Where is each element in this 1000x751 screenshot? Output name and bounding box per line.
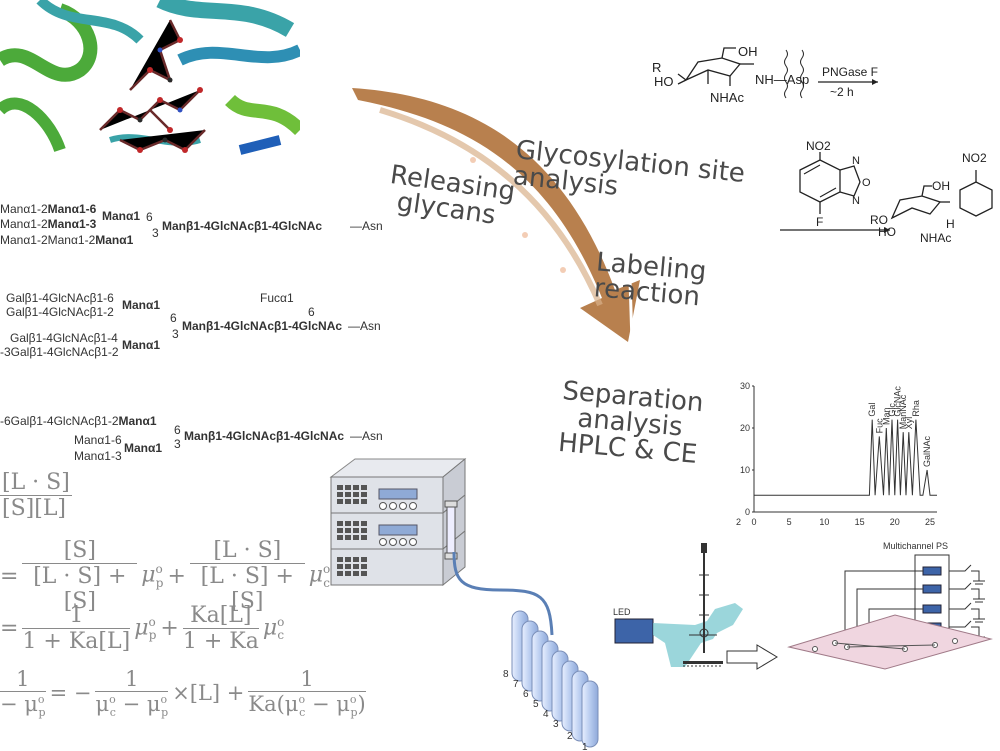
peak-label: Glc [887, 403, 897, 417]
fraction-vials: 8 7 6 5 4 3 2 1 [503, 610, 599, 751]
workflow-arrow [352, 88, 640, 343]
enzyme-label: PNGase F [822, 65, 878, 79]
vial-label-6: 6 [523, 689, 529, 700]
step-labeling-reaction: Labeling reaction [592, 247, 708, 313]
peak-label: Gal [867, 403, 877, 417]
vial-label-3: 3 [553, 719, 559, 730]
protein-structure-image [0, 0, 300, 160]
product-ro: RO [870, 213, 888, 227]
x-start-label: 2 [736, 517, 741, 527]
step-separation-analysis: Separation analysis HPLC & CE [557, 376, 705, 470]
peak-label: GalNAc [922, 435, 932, 467]
product-nhac: NHAc [920, 231, 951, 245]
peak-label: Rha [911, 400, 921, 417]
nbd-o: O [862, 177, 871, 189]
binding-equations: [L · S] [S][L] = [S] [L · S] + [S] μop +… [0, 470, 366, 720]
eq1-denominator: [S][L] [2, 496, 67, 521]
vial-label-8: 8 [503, 669, 509, 680]
nbd-no2: NO2 [806, 139, 831, 153]
labeling-reaction-scheme: NO2 N O N F OH RO HO NHAc H NO2 [780, 139, 993, 245]
vial-label-5: 5 [533, 699, 539, 710]
nbd-n2: N [852, 195, 860, 207]
vial-label-7: 7 [513, 679, 519, 690]
peak-label: ManNAc [898, 394, 908, 429]
vial-label-2: 2 [567, 731, 573, 742]
ce-detection-setup: LED [613, 543, 778, 670]
peak-label: Fuc [874, 418, 884, 434]
peak-label: GlcNAc [893, 386, 903, 417]
chromatogram-chart: 30 20 10 00 5 10 15 20 25 2 GalFucManGlcGlcNAcMan… [736, 381, 937, 527]
atom-r: R [652, 60, 661, 75]
x-tick-label: 15 [855, 517, 865, 527]
x-tick-label: 25 [925, 517, 935, 527]
nbd-n1: N [852, 155, 860, 167]
x-tick-label: 5 [787, 517, 792, 527]
glycan-complex-fucosylated: Fucα1 6 Galβ1-4GlcNAcβ1-6 Galβ1-4GlcNAcβ… [0, 291, 381, 359]
product-oh: OH [932, 179, 950, 193]
sample-tube [452, 551, 554, 636]
chromatogram-trace [754, 419, 937, 496]
y-tick-label: 10 [740, 465, 750, 475]
x-tick-label: 20 [890, 517, 900, 527]
y-tick-label: 0 [745, 507, 750, 517]
peak-label: Xyl [904, 417, 914, 430]
x-tick-label: 0 [751, 517, 756, 527]
vial-label-4: 4 [543, 709, 549, 720]
peak-label: Man [881, 407, 891, 425]
atom-ho: HO [654, 74, 674, 89]
eq1-numerator: [L · S] [0, 470, 72, 496]
atom-nhac: NHAc [710, 90, 744, 105]
glycan-high-mannose: Manα1-2Manα1-6 Manα1-2Manα1-3 Manα1 Manα… [0, 202, 383, 247]
time-label: ~2 h [830, 85, 854, 99]
ps-label: Multichannel PS [883, 541, 948, 551]
pngase-reaction: OH R HO NHAc NH—Asp PNGase F ~2 h [652, 44, 878, 105]
atom-nh-asp: NH—Asp [755, 72, 809, 87]
led-label: LED [613, 607, 631, 617]
x-tick-label: 10 [819, 517, 829, 527]
product-nh: H [946, 217, 955, 231]
product-ho: HO [878, 225, 896, 239]
nbd-f: F [816, 215, 823, 229]
vial-label-1: 1 [582, 742, 588, 751]
microchip-power-supply: Multichannel PS [787, 541, 993, 670]
glycan-hybrid: -6Galβ1-4GlcNAcβ1-2Manα1 Manα1-6 Manα1-3… [0, 414, 383, 463]
product-no2: NO2 [962, 151, 987, 165]
y-tick-label: 30 [740, 381, 750, 391]
atom-oh: OH [738, 44, 758, 59]
y-tick-label: 20 [740, 423, 750, 433]
